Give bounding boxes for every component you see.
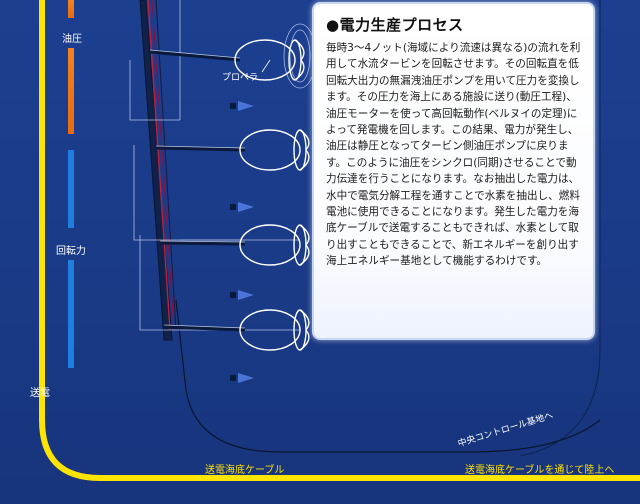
right-arrow-icon xyxy=(230,373,254,383)
panel-title: ●電力生産プロセス xyxy=(326,16,464,34)
rotation-bar-lower xyxy=(68,260,74,368)
tower-cable-red xyxy=(147,0,171,331)
cable-to-land-label: 送電海底ケーブルを通じて陸上へ xyxy=(465,465,615,476)
right-arrow-icon xyxy=(230,101,254,111)
turbine-arm-highlights xyxy=(149,49,246,329)
propeller-label: プロペラ xyxy=(222,73,259,83)
tower-cable-dark xyxy=(155,0,177,331)
turbine-icon xyxy=(234,39,310,351)
control-cable xyxy=(175,299,601,453)
oil-pressure-label: 油圧 xyxy=(62,34,82,45)
right-arrow-icon xyxy=(230,202,254,212)
turbine-arms xyxy=(149,50,246,332)
rotation-power-label: 回転力 xyxy=(56,246,86,257)
tower-cable-red-2 xyxy=(151,0,175,331)
turbine-frames xyxy=(129,0,300,331)
panel-body: 毎時3〜4ノット(海域により流速は異なる)の流れを利用して水流タービンを回転させ… xyxy=(326,42,581,268)
propeller-leader xyxy=(261,59,271,73)
oil-pressure-bar-top xyxy=(68,0,74,18)
oil-pressure-bar xyxy=(68,48,74,134)
info-panel: ●電力生産プロセス 毎時3〜4ノット(海域により流速は異なる)の流れを利用して水… xyxy=(312,2,595,340)
frame-line xyxy=(519,0,601,457)
right-arrow-icon xyxy=(230,290,254,300)
transmission-line xyxy=(39,0,640,481)
platform-tower xyxy=(139,0,173,341)
subsea-cable-label: 送電海底ケーブル xyxy=(205,465,285,476)
power-transmission-label: 送電 xyxy=(30,388,50,399)
rotation-bar-upper xyxy=(68,150,74,228)
